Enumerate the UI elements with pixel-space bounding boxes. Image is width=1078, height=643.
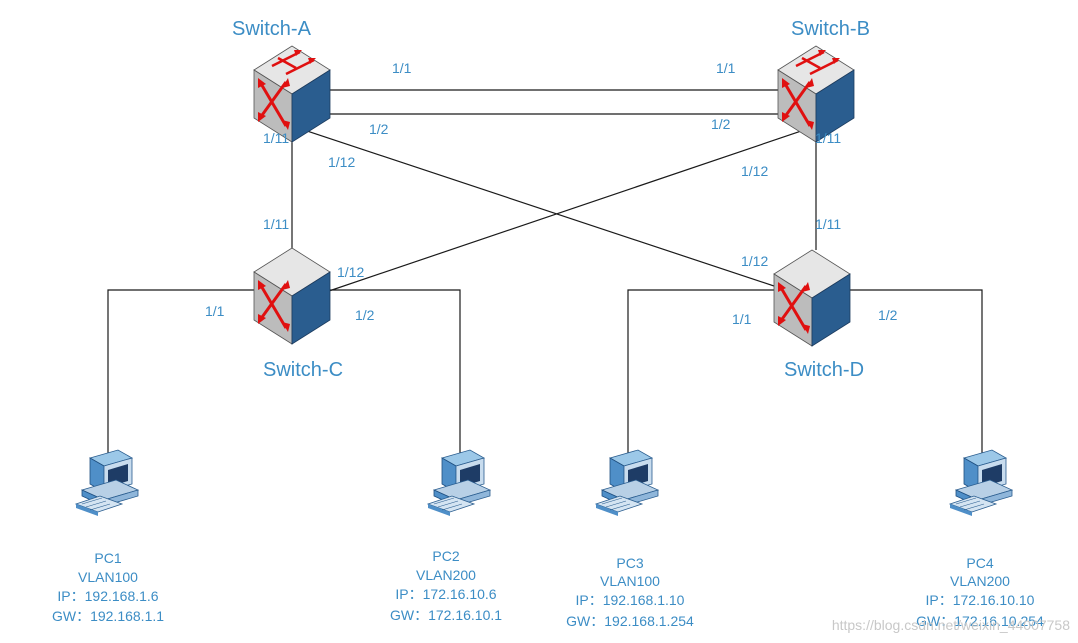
switch-icon xyxy=(252,246,332,346)
switch-a-label: Switch-A xyxy=(232,18,312,40)
layer3-switch-icon xyxy=(254,46,330,142)
port-d-11: 1/11 xyxy=(815,216,841,232)
pc2-gw: GW：172.16.10.1 xyxy=(390,607,502,623)
pc4-name: PC4 xyxy=(966,555,993,571)
port-c-2: 1/2 xyxy=(355,307,375,323)
pc2-ip: IP：172.16.10.6 xyxy=(395,586,496,602)
port-b-1: 1/1 xyxy=(716,60,736,76)
link-d-pc4 xyxy=(850,289,983,460)
port-a-11: 1/11 xyxy=(263,130,289,146)
layer3-switch-icon xyxy=(778,46,854,142)
pc1-ip: IP：192.168.1.6 xyxy=(57,588,158,604)
pc2-vlan: VLAN200 xyxy=(416,567,476,583)
port-b-12: 1/12 xyxy=(741,163,768,179)
desktop-computer-icon xyxy=(949,449,1013,517)
pc3-ip: IP：192.168.1.10 xyxy=(576,592,685,608)
switch-c[interactable] xyxy=(252,246,332,346)
switch-d-label: Switch-D xyxy=(784,359,864,381)
port-c-12: 1/12 xyxy=(337,264,364,280)
port-c-11: 1/11 xyxy=(263,216,289,232)
pc4[interactable] xyxy=(949,449,1013,517)
port-a-1: 1/1 xyxy=(392,60,412,76)
pc3-vlan: VLAN100 xyxy=(600,573,660,589)
links xyxy=(107,89,983,462)
pc1-vlan: VLAN100 xyxy=(78,569,138,585)
desktop-computer-icon xyxy=(75,449,139,517)
pc2-name: PC2 xyxy=(432,548,459,564)
pc4-gw: GW：172.16.10.254 xyxy=(916,613,1044,629)
watermark: https://blog.csdn.net/weixin_44007758 xyxy=(832,617,1070,633)
switch-d[interactable] xyxy=(772,248,852,348)
pc1-name: PC1 xyxy=(94,550,121,566)
port-b-2: 1/2 xyxy=(711,116,731,132)
port-d-1: 1/1 xyxy=(732,311,752,327)
link-c-pc2 xyxy=(326,289,461,460)
desktop-computer-icon xyxy=(427,449,491,517)
pc1-info: PC1 VLAN100 IP：192.168.1.6 GW：192.168.1.… xyxy=(52,550,164,624)
pc1-gw: GW：192.168.1.1 xyxy=(52,608,164,624)
pc3[interactable] xyxy=(595,449,659,517)
pc3-gw: GW：192.168.1.254 xyxy=(566,613,694,629)
port-a-2: 1/2 xyxy=(369,121,389,137)
link-d-pc3 xyxy=(627,289,780,460)
switch-a[interactable] xyxy=(254,46,330,142)
pc3-info: PC3 VLAN100 IP：192.168.1.10 GW：192.168.1… xyxy=(566,555,694,629)
port-labels: 1/1 1/1 1/2 1/2 1/11 1/12 1/11 1/12 1/11… xyxy=(205,60,898,327)
link-b-c xyxy=(325,125,817,293)
switch-c-label: Switch-C xyxy=(263,359,343,381)
link-c-pc1 xyxy=(107,289,258,462)
switch-b-label: Switch-B xyxy=(791,18,870,40)
port-d-12: 1/12 xyxy=(741,253,768,269)
port-b-11: 1/11 xyxy=(815,130,841,146)
pc4-info: PC4 VLAN200 IP：172.16.10.10 GW：172.16.10… xyxy=(916,555,1044,629)
pc3-name: PC3 xyxy=(616,555,643,571)
pc4-ip: IP：172.16.10.10 xyxy=(926,592,1035,608)
port-a-12: 1/12 xyxy=(328,154,355,170)
switch-icon xyxy=(772,248,852,348)
pc2[interactable] xyxy=(427,449,491,517)
port-d-2: 1/2 xyxy=(878,307,898,323)
link-a-d xyxy=(291,125,787,291)
pc2-info: PC2 VLAN200 IP：172.16.10.6 GW：172.16.10.… xyxy=(390,548,502,623)
port-c-1: 1/1 xyxy=(205,303,225,319)
pc4-vlan: VLAN200 xyxy=(950,573,1010,589)
switch-b[interactable] xyxy=(778,46,854,142)
pc1[interactable] xyxy=(75,449,139,517)
desktop-computer-icon xyxy=(595,449,659,517)
